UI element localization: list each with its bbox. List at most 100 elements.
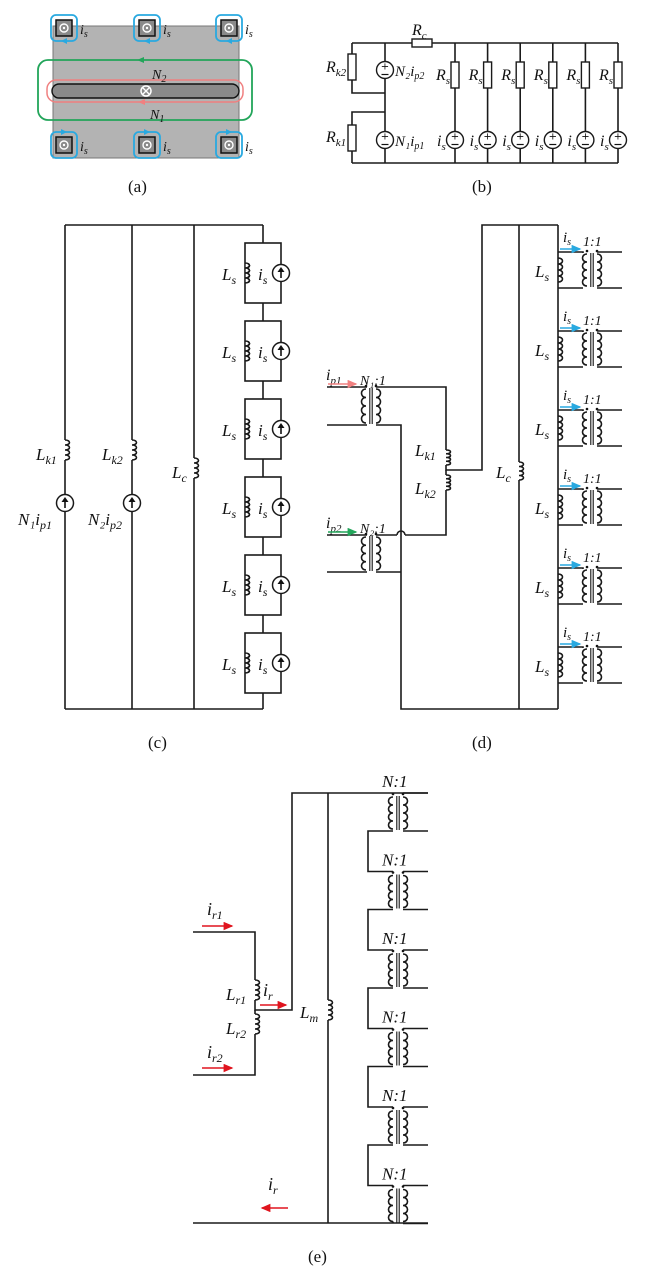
plus-sign: + [549, 132, 557, 143]
label-rs: Rs [533, 67, 548, 87]
source-circle [576, 130, 595, 150]
label-is: is [502, 133, 511, 153]
label-rs: Rs [500, 67, 515, 87]
transformer-n1 [387, 1185, 409, 1223]
dot [62, 143, 66, 147]
label-ls: Ls [534, 657, 549, 679]
label-lr1: Lr1 [225, 985, 246, 1007]
inductor-lr2 [254, 1013, 261, 1035]
secondary-winding [596, 648, 603, 682]
label-ls: Ls [221, 421, 236, 443]
label-ratio: N:1 [381, 1008, 408, 1027]
resistor-rs [613, 61, 623, 89]
resistor-rs [580, 61, 591, 89]
polarity-dot [374, 532, 378, 536]
label-is: is [470, 133, 479, 153]
arrow-up-icon [277, 657, 285, 662]
transformer-n1 [387, 1106, 409, 1144]
wire [376, 424, 558, 710]
caption-d: (d) [472, 733, 492, 752]
transformer-n2 [360, 532, 382, 571]
transformer-n1 [387, 1028, 409, 1066]
plus-sign: + [451, 132, 459, 143]
current-out-of-page-icon [59, 140, 69, 150]
label-lr2: Lr2 [225, 1019, 246, 1041]
label-rs: Rs [598, 67, 613, 87]
primary-winding [581, 411, 588, 445]
label-ls: Ls [534, 420, 549, 442]
label-is: is [258, 343, 268, 365]
label-lk1: Lk1 [414, 441, 436, 463]
wire [558, 488, 584, 490]
source-n1ip1 [55, 493, 75, 513]
primary-winding [581, 648, 588, 682]
secondary-current-label: is [163, 23, 171, 40]
arrow-up-icon [277, 267, 285, 272]
n-to-1-transformer-cell: N:1 [381, 1165, 428, 1225]
arrow-up-icon [277, 501, 285, 506]
label-ratio-1to1: 1:1 [583, 314, 602, 329]
label-is: is [563, 467, 571, 485]
label-rc: Rc [411, 22, 427, 42]
transformer-1to1 [581, 249, 603, 287]
source-is [271, 575, 291, 595]
source-n2ip2 [122, 493, 142, 513]
label-is: is [258, 655, 268, 677]
source-n2ip2: + [375, 60, 395, 80]
secondary-winding [402, 953, 409, 987]
wire [254, 792, 428, 1011]
label-rs: Rs [468, 67, 483, 87]
primary-winding [387, 1188, 394, 1223]
label-lk2: Lk2 [414, 479, 436, 501]
primary-winding [360, 388, 367, 424]
transformer-1to1 [581, 407, 603, 445]
inductor-lc [193, 457, 200, 479]
current-out-of-page-icon [142, 140, 152, 150]
polarity-dot [585, 407, 589, 411]
plus-sign: + [614, 132, 622, 143]
label-is: is [258, 577, 268, 599]
secondary-current-label: is [163, 140, 171, 157]
label-ir1: ir1 [207, 899, 223, 922]
wire [445, 224, 558, 471]
label-ls: Ls [221, 577, 236, 599]
label-ratio: N:1 [381, 929, 408, 948]
primary-winding [360, 536, 367, 571]
transformer-1to1 [581, 328, 603, 366]
secondary-winding [375, 388, 382, 424]
series-link [367, 987, 393, 1030]
arrow-right-icon [137, 57, 144, 63]
inductor-lk1 [64, 439, 71, 461]
label-is: is [563, 388, 571, 406]
label-ratio-1to1: 1:1 [583, 393, 602, 408]
polarity-dot [585, 486, 589, 490]
caption-a: (a) [128, 177, 147, 196]
label-ratio-1to1: 1:1 [583, 630, 602, 645]
arrow-left-icon [226, 38, 232, 44]
label-ratio-n2: N₂:1 [359, 522, 386, 537]
label-n2ip2: N₂ip2 [394, 64, 424, 82]
secondary-winding [402, 1031, 409, 1066]
inductor-ls [557, 494, 564, 520]
label-lc: Lc [171, 463, 187, 485]
source-is: + [511, 130, 530, 150]
captions: (a) (b) (c) (d) (e) [128, 177, 492, 1266]
source-is [271, 653, 291, 673]
secondary-winding [375, 536, 382, 571]
source-circle [445, 130, 465, 150]
plus-sign: + [516, 132, 524, 143]
inductor-lk1 [445, 449, 452, 466]
label-is: is [563, 625, 571, 643]
label-ratio-1to1: 1:1 [583, 472, 602, 487]
primary2-loop [37, 59, 253, 121]
inductor-lk2 [131, 439, 138, 461]
arrow-up-icon [277, 345, 285, 350]
inductor-ls [557, 415, 564, 441]
plus-sign: + [581, 132, 589, 143]
wire [193, 931, 256, 980]
